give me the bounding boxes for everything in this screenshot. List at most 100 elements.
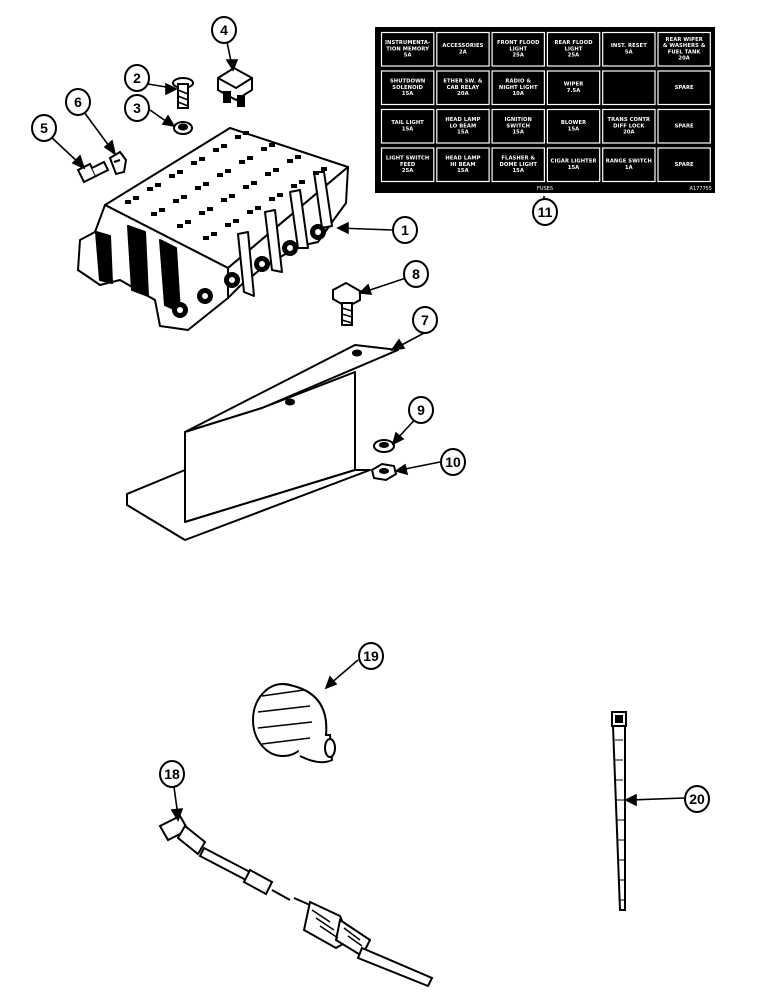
fuse-cell-text: BLOWER <box>561 120 586 126</box>
terminal-slot <box>199 157 205 161</box>
fuse-cell <box>657 108 711 144</box>
terminal-slot <box>247 156 253 160</box>
fuse-cell-text: SPARE <box>675 162 694 168</box>
fuse-cell-text: SOLENOID <box>392 85 423 91</box>
fuse-cell-text: 20A <box>678 56 690 62</box>
terminal-slot <box>217 173 223 177</box>
fuse-cell-text: REAR WIPER <box>665 37 702 43</box>
fuse-cell-text: 15A <box>568 165 580 171</box>
fuse-cell-text: LIGHT SWITCH <box>386 156 429 162</box>
fuse-cell-text: 15A <box>568 126 580 132</box>
fuse-cell-text: 15A <box>402 91 414 97</box>
callout-label: 8 <box>412 266 420 282</box>
terminal-slot <box>151 212 157 216</box>
fuse-cell-text: HEAD LAMP <box>445 156 480 162</box>
fuse-cell-text: DOME LIGHT <box>499 162 537 168</box>
fuse-cell-text: FRONT FLOOD <box>497 40 540 46</box>
fuse-cell-text: INSTRUMENTA- <box>385 40 430 46</box>
fuse-cell <box>436 147 490 183</box>
fuse-cell-text: CIGAR LIGHTER <box>551 159 597 165</box>
fuse-cell-text: 1A <box>625 165 633 171</box>
terminal-slot <box>185 220 191 224</box>
terminal-slot <box>313 171 319 175</box>
fuse-panel-decal: INSTRUMENTA-TION MEMORY5AACCESSORIES2AFR… <box>375 27 715 193</box>
terminal-slot <box>173 199 179 203</box>
fuse-cell-text: NIGHT LIGHT <box>499 85 538 91</box>
terminal-slot <box>203 236 209 240</box>
callout-label: 2 <box>133 70 141 86</box>
callout-circle <box>124 94 150 122</box>
terminal-slot <box>225 223 231 227</box>
callout-label: 18 <box>164 766 180 782</box>
fuse-cell-text: IGNITION <box>505 117 532 123</box>
terminal-slot <box>277 193 283 197</box>
terminal-slot <box>251 181 257 185</box>
terminal-slot <box>233 219 239 223</box>
fuse-cell <box>380 108 435 144</box>
mounting-bolt <box>332 281 361 326</box>
temperature-sensor <box>158 814 434 988</box>
terminal-slot <box>225 169 231 173</box>
fuse-cell <box>602 70 656 106</box>
fuse-cell <box>491 147 546 183</box>
callout-label: 4 <box>220 22 228 38</box>
terminal-slot <box>243 185 249 189</box>
callout-label: 7 <box>421 312 429 328</box>
callout-circle <box>392 216 418 244</box>
fuse-cell-text: HEAD LAMP <box>445 117 480 123</box>
callout-circle <box>412 306 438 334</box>
fuse-cell-text: SWITCH <box>506 123 530 129</box>
terminal-slot <box>295 155 301 159</box>
callout-label: 19 <box>363 648 379 664</box>
fuse-cell-text: LIGHT <box>509 46 527 52</box>
fuse-cell <box>380 70 435 106</box>
fuse-cell <box>436 70 490 106</box>
fuse-cell-text: 15A <box>512 168 524 174</box>
callout-circle <box>159 760 185 788</box>
fuse-cell <box>491 31 546 67</box>
terminal-slot <box>287 159 293 163</box>
fuse-cell <box>657 70 711 106</box>
fuse-cell-text: 25A <box>512 52 524 58</box>
fuse-cell <box>602 31 656 67</box>
terminal-slot <box>191 161 197 165</box>
terminal-slot <box>235 135 241 139</box>
washer <box>173 121 193 135</box>
callout-circle <box>408 396 434 424</box>
callout-label: 6 <box>74 94 82 110</box>
fuse-cell <box>491 70 546 106</box>
terminal-slot <box>213 148 219 152</box>
fuse-cell-text: FEED <box>400 162 416 168</box>
fuse-cell-text: 15A <box>457 168 469 174</box>
fuse-cell-text: & WASHERS & <box>663 43 706 49</box>
terminal-slot <box>199 211 205 215</box>
fuse-cell-text: 15A <box>512 129 524 135</box>
terminal-slot <box>269 197 275 201</box>
fuse-cell-text: SPARE <box>675 85 694 91</box>
fuse-cell-text: 20A <box>623 129 635 135</box>
fuse-cell-text: 5A <box>625 49 633 55</box>
terminal-slot <box>207 207 213 211</box>
fuse-cell <box>546 31 601 67</box>
fuse-cell <box>436 108 490 144</box>
callout-label: 1 <box>401 222 409 238</box>
fuse-cell-text: 15A <box>402 126 414 132</box>
fuse-cell <box>436 31 490 67</box>
terminal-slot <box>221 144 227 148</box>
terminal-slot <box>155 183 161 187</box>
fuse-cell <box>657 31 711 67</box>
fuse-cell <box>546 70 601 106</box>
fuse-cell-text: SHUTDOWN <box>390 79 425 85</box>
terminal-slot <box>147 187 153 191</box>
fuse-cell-text: RADIO & <box>505 79 531 85</box>
terminal-slot <box>255 206 261 210</box>
fuse-cell-text: TION MEMORY <box>386 46 429 52</box>
fuse-cell-text: LO BEAM <box>450 123 477 129</box>
fuse-cell-text: 25A <box>402 168 414 174</box>
screw <box>172 77 194 109</box>
callout-circle <box>31 114 57 142</box>
terminal-slot <box>181 195 187 199</box>
callout-circle <box>440 448 466 476</box>
terminal-slot <box>133 196 139 200</box>
terminal-slot <box>195 186 201 190</box>
